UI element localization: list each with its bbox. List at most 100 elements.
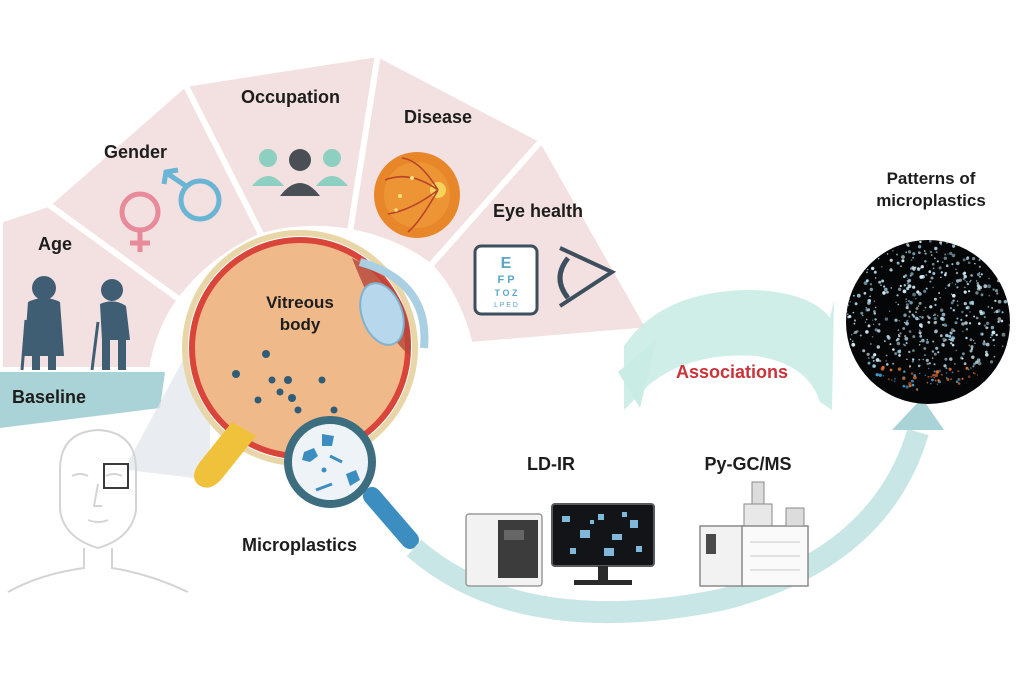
pattern-speckle [968, 322, 972, 325]
pattern-speckle [980, 273, 983, 276]
pattern-speckle [943, 256, 947, 260]
pattern-speckle [938, 292, 941, 294]
pattern-speckle [980, 293, 984, 297]
pattern-speckle [978, 265, 981, 268]
pattern-speckle [874, 318, 877, 321]
pattern-speckle [907, 280, 910, 284]
pattern-speckle [931, 378, 934, 382]
pattern-speckle [912, 285, 916, 289]
pattern-speckle [996, 292, 999, 295]
pattern-speckle [947, 253, 949, 255]
pattern-speckle [924, 354, 926, 357]
pattern-speckle [876, 345, 880, 349]
pattern-speckle [976, 358, 981, 363]
pattern-speckle [849, 338, 852, 341]
pattern-speckle [935, 346, 939, 350]
pattern-speckle [950, 301, 954, 305]
pattern-speckle [886, 363, 889, 366]
pattern-speckle [979, 289, 981, 292]
pattern-speckle [866, 352, 870, 356]
lens [359, 282, 405, 346]
pattern-speckle [976, 287, 981, 291]
pattern-speckle [971, 355, 975, 359]
pattern-speckle [949, 357, 953, 361]
pattern-speckle [905, 303, 909, 307]
pattern-speckle [894, 377, 896, 380]
pattern-speckle [866, 271, 868, 274]
pattern-speckle [965, 328, 969, 331]
pattern-speckle [847, 315, 851, 319]
pattern-speckle [910, 379, 914, 383]
pattern-speckle [896, 294, 899, 297]
pattern-speckle [945, 333, 949, 338]
pattern-speckle [991, 330, 996, 335]
pattern-speckle [852, 311, 855, 314]
pattern-speckle [918, 301, 922, 305]
eye-zoom-box [103, 463, 129, 489]
pattern-speckle [951, 293, 953, 295]
pattern-speckle [963, 290, 967, 294]
pattern-speckle [978, 275, 982, 278]
pattern-speckle [978, 322, 981, 325]
pattern-speckle [884, 287, 888, 292]
pattern-speckle [929, 250, 933, 253]
pattern-speckle [886, 290, 889, 294]
pattern-speckle [961, 310, 964, 314]
pattern-speckle [970, 279, 972, 282]
eye-chart-row3: T O Z [495, 288, 518, 298]
pattern-speckle [909, 365, 911, 368]
pattern-speckle [862, 314, 864, 317]
pattern-speckle [969, 338, 973, 342]
pattern-speckle [865, 318, 868, 321]
pattern-speckle [969, 280, 971, 283]
pattern-speckle [869, 295, 871, 298]
pattern-speckle [933, 370, 936, 373]
pattern-speckle [917, 292, 922, 296]
pygcms-instrument-icon [699, 481, 809, 587]
pattern-speckle [899, 332, 902, 335]
pattern-speckle [909, 274, 912, 277]
pattern-speckle [963, 362, 967, 366]
pattern-speckle [928, 362, 931, 365]
pattern-speckle [968, 290, 971, 293]
pattern-speckle [898, 335, 901, 338]
pattern-speckle [926, 339, 928, 341]
pattern-speckle [950, 337, 955, 341]
pattern-speckle [974, 342, 976, 345]
factor-age-label: Age [38, 234, 72, 254]
pattern-speckle [865, 307, 867, 309]
pattern-speckle [889, 343, 892, 346]
pattern-speckle [883, 285, 886, 288]
pattern-speckle [934, 379, 937, 382]
pattern-speckle [937, 379, 940, 382]
pattern-speckle [873, 323, 875, 325]
pattern-speckle [877, 329, 881, 333]
monitor-icon [551, 503, 655, 585]
pattern-speckle [919, 329, 921, 331]
pattern-speckle [918, 358, 921, 361]
pattern-speckle [966, 281, 968, 283]
pattern-speckle [859, 334, 862, 337]
pattern-speckle [928, 367, 930, 370]
baseline-band [0, 372, 165, 428]
pattern-speckle [968, 344, 971, 347]
pattern-speckle [866, 268, 869, 271]
pattern-speckle [941, 312, 946, 317]
face-outline-icon [7, 428, 189, 593]
pattern-speckle [936, 260, 939, 263]
pattern-speckle [873, 353, 877, 357]
pattern-speckle [889, 368, 893, 372]
method-pygcms-label: Py-GC/MS [704, 454, 791, 474]
associations-label: Associations [676, 362, 788, 382]
pattern-speckle [851, 340, 854, 343]
pattern-speckle [963, 271, 966, 275]
pattern-speckle [919, 316, 921, 318]
pattern-speckle [923, 347, 927, 350]
pattern-speckle [904, 274, 908, 277]
ldir-instrument-icon [465, 513, 543, 587]
pattern-speckle [944, 253, 947, 256]
pattern-speckle [894, 352, 898, 356]
pattern-speckle [976, 374, 978, 376]
pattern-speckle [956, 261, 960, 266]
pattern-speckle [908, 330, 912, 333]
